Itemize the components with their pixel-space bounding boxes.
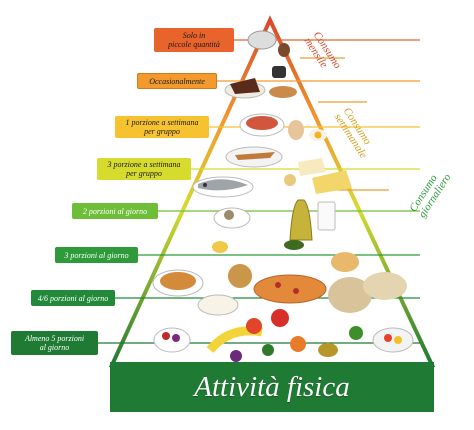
level-label-2: Occasionalmente — [137, 73, 217, 89]
food-dairy-oil-icon — [213, 199, 336, 250]
food-meat-eggs-icon — [239, 113, 327, 141]
food-fruit-vegetables-icon — [153, 309, 414, 362]
food-desserts-icon — [224, 66, 297, 99]
level-label-7: 4/6 porzioni al giorno — [31, 290, 115, 306]
level-label-5: 2 porzioni al giorno — [72, 203, 158, 219]
base-label: Attività fisica — [194, 370, 350, 403]
level-label-6: 3 porzioni al giorno — [55, 247, 138, 263]
food-bread-pasta-icon — [152, 241, 407, 316]
food-sweets-icon — [247, 30, 290, 57]
food-fish-cheese-icon — [192, 146, 352, 198]
base-bar — [110, 362, 434, 412]
